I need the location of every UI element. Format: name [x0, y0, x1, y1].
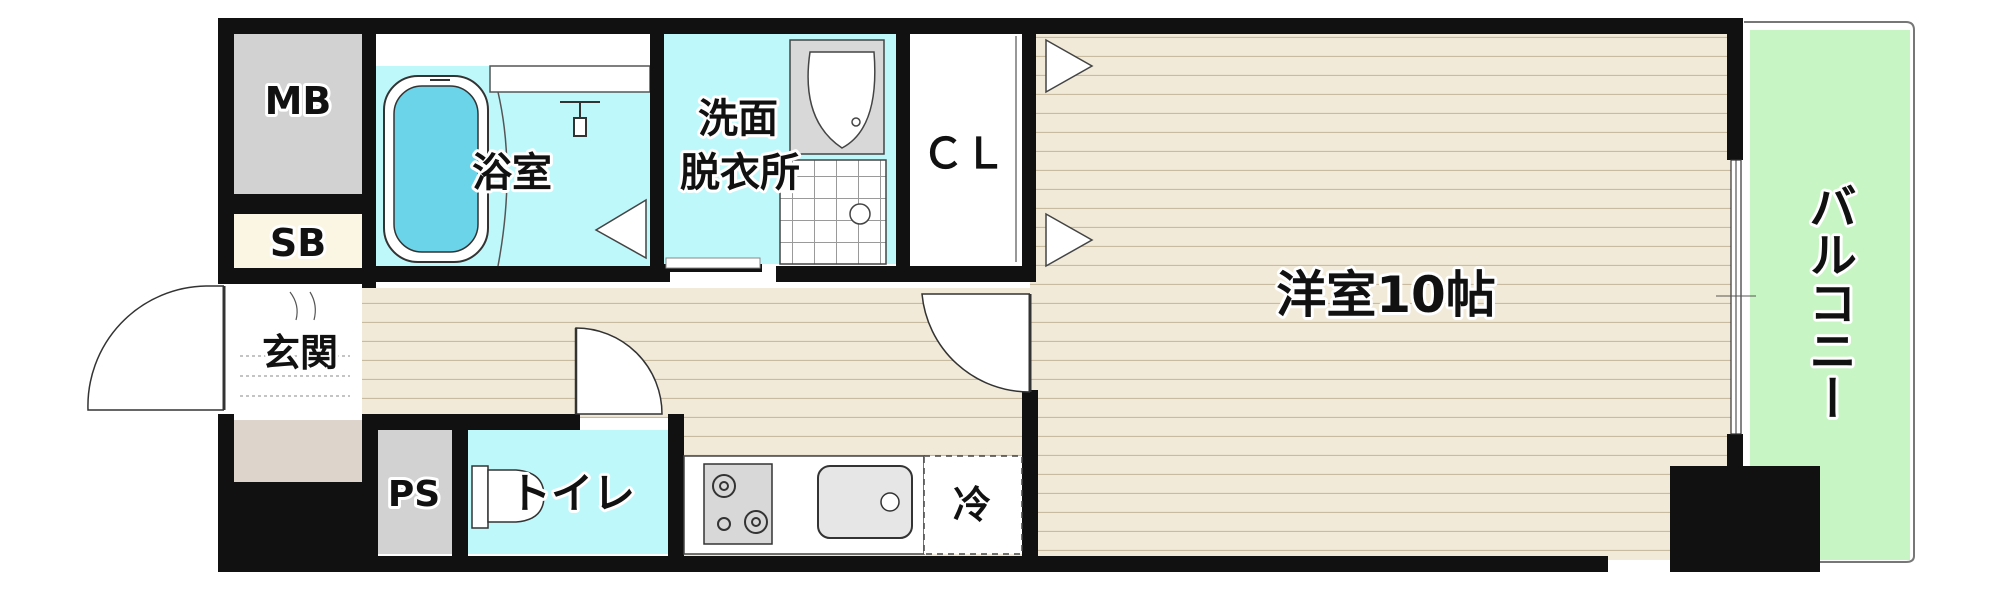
- room-label-mb: MB: [265, 79, 332, 123]
- room-door-swing: [921, 293, 1031, 393]
- stove: [703, 463, 773, 545]
- toilet-bowl: [487, 469, 545, 523]
- ps-floor: [376, 430, 452, 554]
- burner-icon: [712, 474, 768, 534]
- entrance-door-swing: [87, 285, 224, 411]
- entrance-floor: [234, 284, 362, 414]
- sb-floor: [234, 214, 362, 268]
- room-label-balcony: バルコニー: [1800, 182, 1856, 422]
- room-label-bath: 浴室: [472, 150, 552, 196]
- mb-floor: [234, 34, 362, 194]
- hallway-floor: [362, 288, 1032, 418]
- washbasin-bowl: [807, 51, 876, 149]
- room-label-toilet: トイレ: [509, 469, 635, 518]
- bath-top-ledge: [489, 65, 651, 93]
- bath-wall-curve: [497, 91, 508, 267]
- bath-door-mark: [594, 198, 647, 260]
- toilet-tank: [471, 465, 489, 529]
- balcony-outline: [1744, 21, 1915, 563]
- room-label-washroom: 洗面: [698, 96, 778, 142]
- room-label-fridge: 冷: [953, 483, 991, 527]
- room-label-sb: SB: [270, 221, 326, 265]
- room-label-closet: ＣＬ: [922, 129, 1006, 178]
- closet-door-mark: [1045, 38, 1094, 94]
- drain-icon: [849, 203, 871, 225]
- faucet-icon: [430, 79, 600, 137]
- walls: [218, 18, 1820, 572]
- room-label-washroom-2: 脱衣所: [680, 150, 800, 196]
- western-room-floor: [1030, 30, 1736, 560]
- room-label-entrance: 玄関: [262, 331, 338, 375]
- bathtub-inner: [393, 85, 479, 253]
- closet-floor: [910, 34, 1022, 264]
- entrance-tile-floor: [234, 420, 362, 482]
- sink: [817, 465, 913, 539]
- closet-door-mark: [1045, 212, 1094, 268]
- fridge-space: [923, 455, 1023, 555]
- room-label-ps: PS: [388, 474, 440, 515]
- toilet-door-swing: [575, 327, 663, 415]
- room-label-western-room: 洋室10帖: [1276, 266, 1496, 324]
